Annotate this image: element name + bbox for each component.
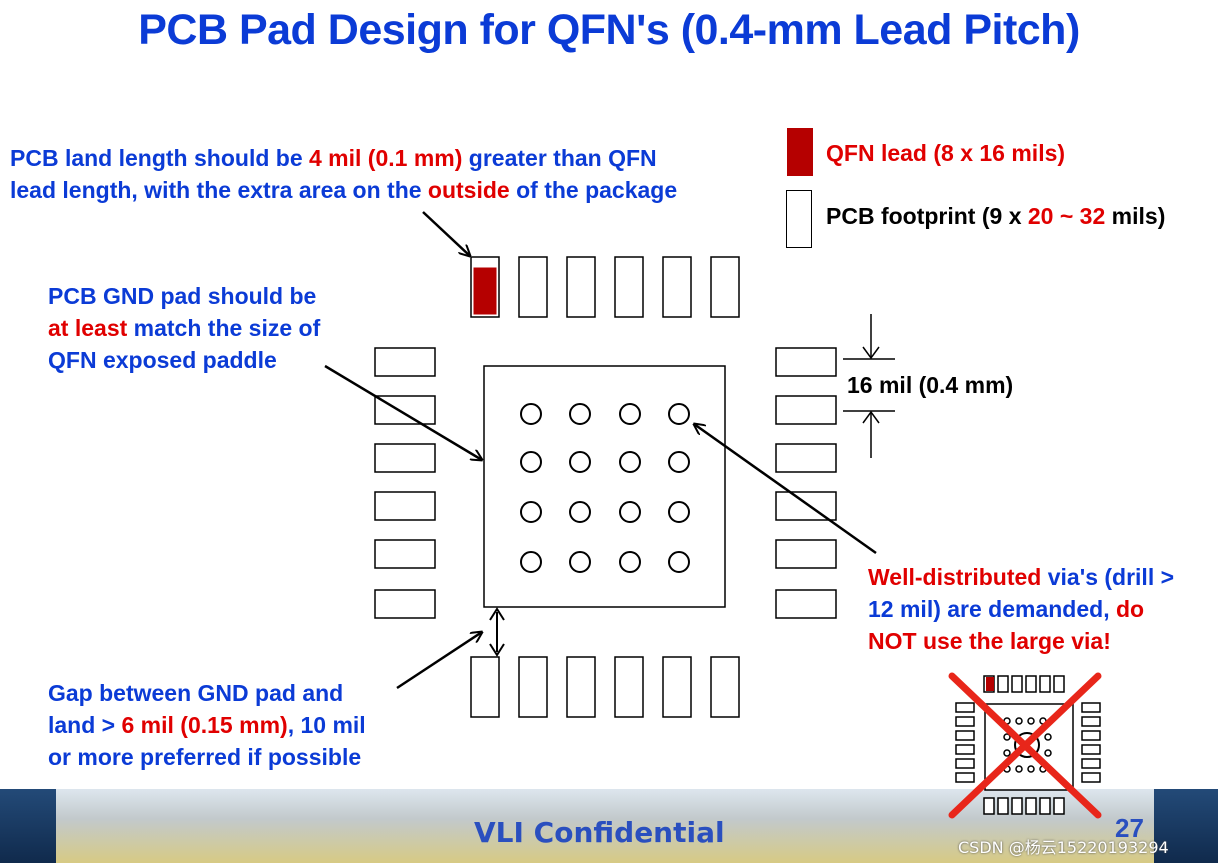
pointer-arrows	[324, 211, 877, 690]
via	[668, 451, 690, 473]
top-pad	[566, 256, 596, 318]
via	[619, 451, 641, 473]
via	[520, 551, 542, 573]
bottom-pad	[614, 656, 644, 718]
qfn-lead-example	[473, 267, 497, 315]
pitch-dimension	[843, 314, 895, 458]
footer-right-block	[1154, 789, 1218, 863]
via	[619, 501, 641, 523]
bottom-pad-row	[470, 656, 740, 718]
land-length-note: PCB land length should be 4 mil (0.1 mm)…	[10, 145, 678, 203]
right-pad	[775, 347, 837, 377]
top-pad	[662, 256, 692, 318]
bottom-pad	[662, 656, 692, 718]
via	[619, 551, 641, 573]
gnd-pad-arrow	[324, 364, 482, 460]
via	[520, 451, 542, 473]
left-pad	[374, 443, 436, 473]
watermark: CSDN @杨云15220193294	[958, 838, 1169, 857]
bottom-pad	[470, 656, 500, 718]
via	[569, 451, 591, 473]
via	[569, 501, 591, 523]
legend-footprint-label: PCB footprint (9 x 20 ~ 32 mils)	[826, 203, 1166, 229]
gnd-pad	[483, 365, 726, 608]
left-pad	[374, 491, 436, 521]
gnd-pad-note: PCB GND pad should be at least match the…	[48, 283, 321, 373]
cross-icon	[948, 672, 1102, 819]
page-title: PCB Pad Design for QFN's (0.4-mm Lead Pi…	[138, 6, 1080, 54]
gap-note: Gap between GND pad and land > 6 mil (0.…	[48, 680, 366, 770]
left-pad	[374, 539, 436, 569]
via	[668, 551, 690, 573]
bad-via-example	[948, 672, 1102, 819]
right-pad	[775, 491, 837, 521]
top-pad	[710, 256, 740, 318]
top-pad-row	[470, 256, 740, 318]
pitch-label: 16 mil (0.4 mm)	[847, 372, 1014, 398]
top-pad	[518, 256, 548, 318]
land-length-arrow	[422, 211, 470, 256]
via	[569, 551, 591, 573]
bottom-pad	[566, 656, 596, 718]
via	[668, 403, 690, 425]
legend-footprint-swatch	[786, 190, 812, 248]
right-pad	[775, 589, 837, 619]
right-pad	[775, 539, 837, 569]
via	[619, 403, 641, 425]
bottom-pad	[518, 656, 548, 718]
right-pad-column	[775, 347, 837, 619]
gap-dimension	[489, 607, 505, 657]
bottom-pad	[710, 656, 740, 718]
legend-lead-swatch	[787, 128, 813, 176]
right-pad	[775, 395, 837, 425]
via	[569, 403, 591, 425]
top-pad	[614, 256, 644, 318]
via	[520, 403, 542, 425]
left-pad	[374, 589, 436, 619]
via-note: Well-distributed via's (drill > 12 mil) …	[868, 564, 1175, 654]
left-pad-column	[374, 347, 436, 619]
via-grid	[520, 403, 690, 573]
footer-confidential: VLI Confidential	[474, 816, 725, 849]
page-number: 27	[1115, 813, 1144, 843]
right-pad	[775, 443, 837, 473]
legend-lead-label: QFN lead (8 x 16 mils)	[826, 140, 1066, 166]
via	[668, 501, 690, 523]
footer-left-block	[0, 789, 56, 863]
via	[520, 501, 542, 523]
gap-arrow	[396, 632, 482, 690]
via-arrow	[694, 424, 877, 555]
left-pad	[374, 347, 436, 377]
